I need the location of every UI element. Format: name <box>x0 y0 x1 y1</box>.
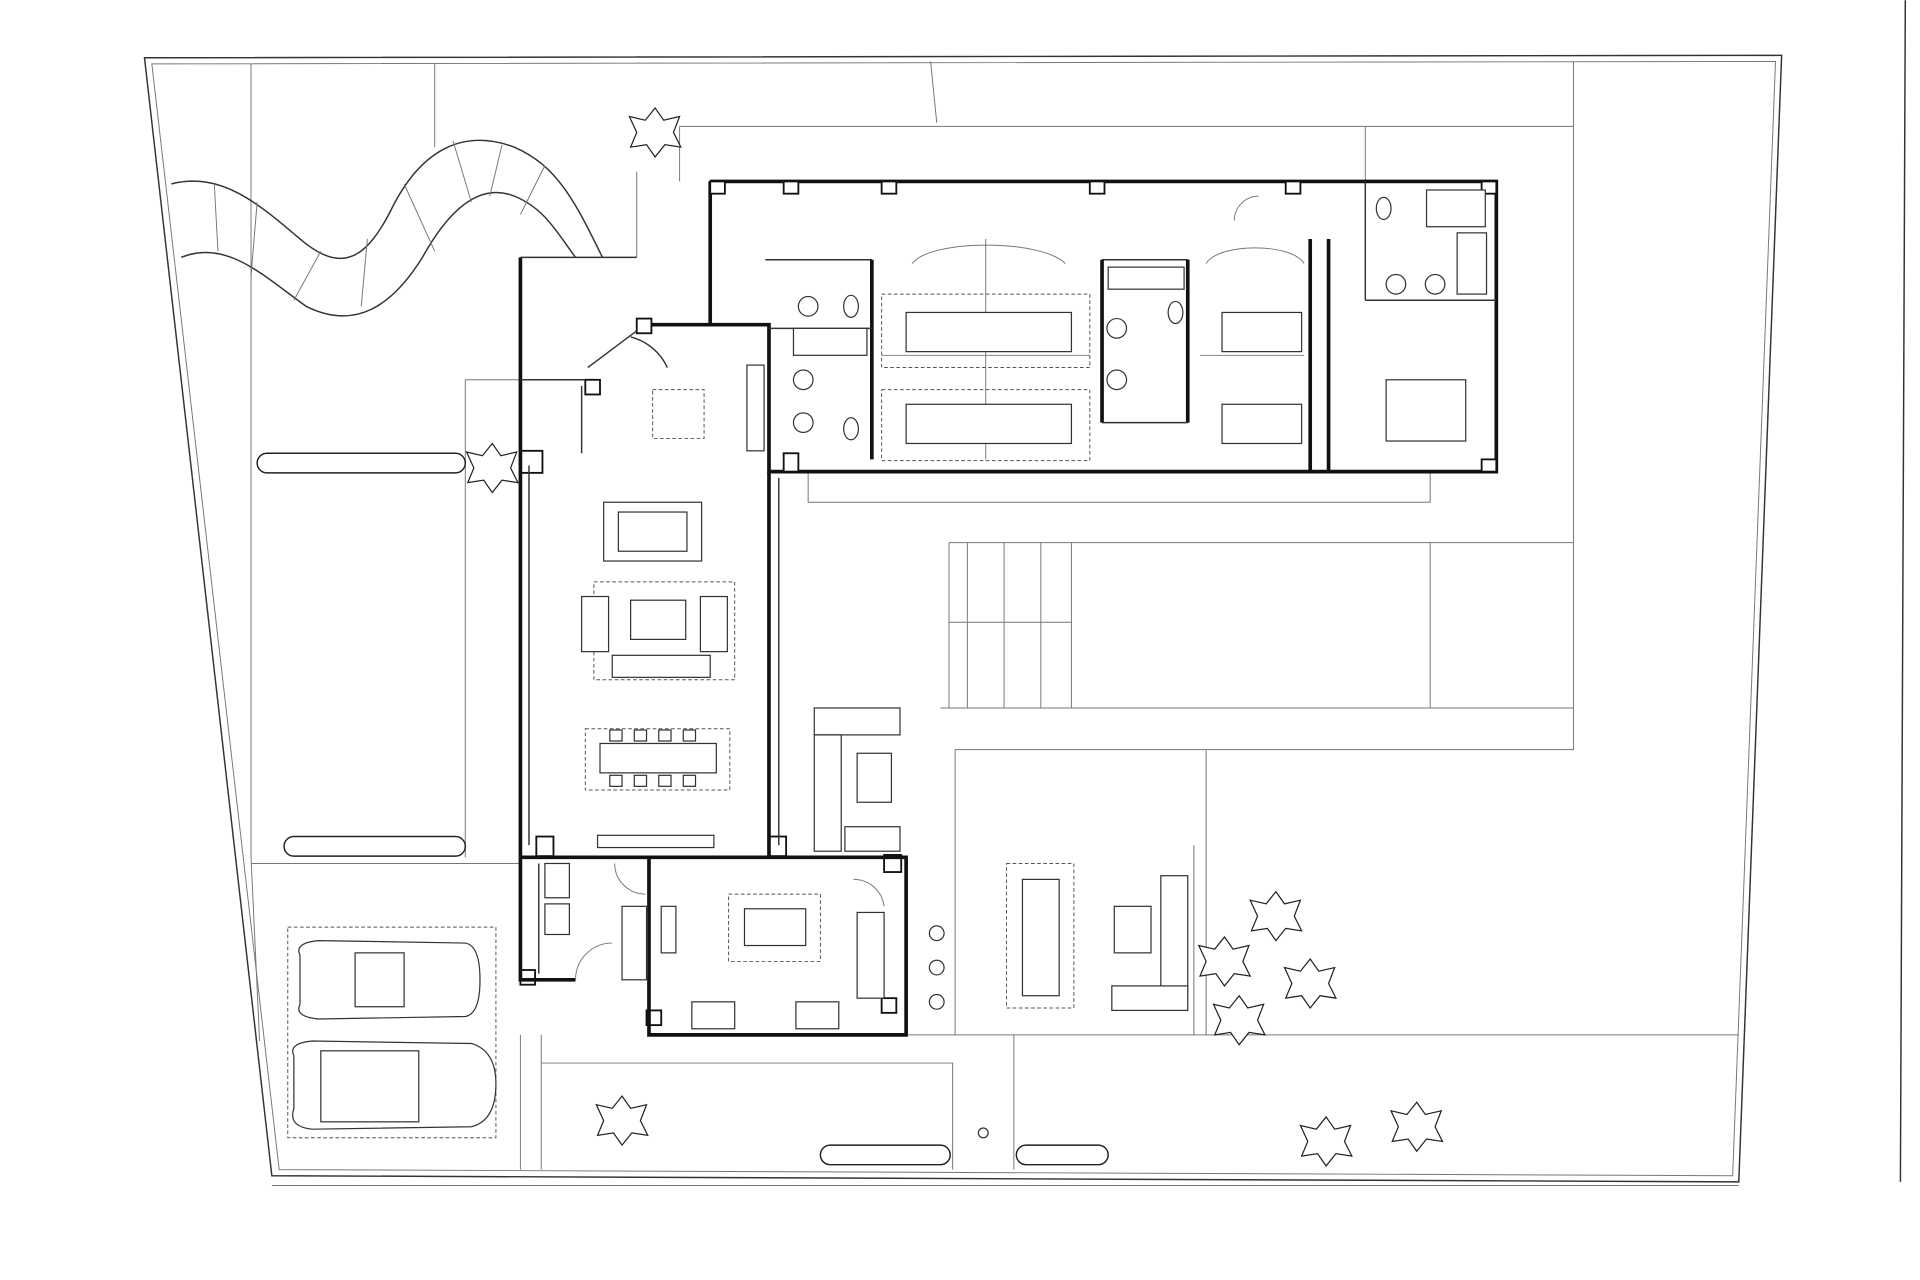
site-boundary-inner <box>151 60 1777 1177</box>
hedge-icon <box>256 452 467 474</box>
winding-garden-path <box>171 139 604 317</box>
tree-icon <box>1389 1101 1444 1153</box>
tree-icon <box>1299 1115 1353 1167</box>
terrace-furniture <box>1006 845 1195 1035</box>
beds <box>881 293 1467 462</box>
trees <box>465 106 1444 1167</box>
parking <box>287 926 497 1139</box>
hedge-icon <box>1015 1144 1109 1166</box>
kitchen-block <box>518 707 945 1037</box>
lamp-icon <box>977 1127 989 1139</box>
tree-icon <box>1249 890 1303 942</box>
living-area <box>518 256 780 858</box>
site-boundary <box>143 54 1783 1183</box>
car-icon <box>298 939 481 1020</box>
bathroom-fixtures <box>746 189 1488 452</box>
tree-icon <box>465 442 520 494</box>
car-icon <box>292 1040 497 1130</box>
tree-icon <box>628 106 682 158</box>
hedges <box>256 452 1109 1166</box>
pool-courtyard <box>940 542 1574 709</box>
tree-icon <box>1283 957 1337 1009</box>
dining-chairs <box>609 729 697 787</box>
tree-icon <box>1197 935 1252 987</box>
hedge-icon <box>283 835 467 857</box>
hedge-icon <box>819 1144 951 1166</box>
tree-icon <box>1212 994 1266 1046</box>
page-edge-line <box>1899 0 1907 1182</box>
tree-icon <box>595 1095 649 1147</box>
